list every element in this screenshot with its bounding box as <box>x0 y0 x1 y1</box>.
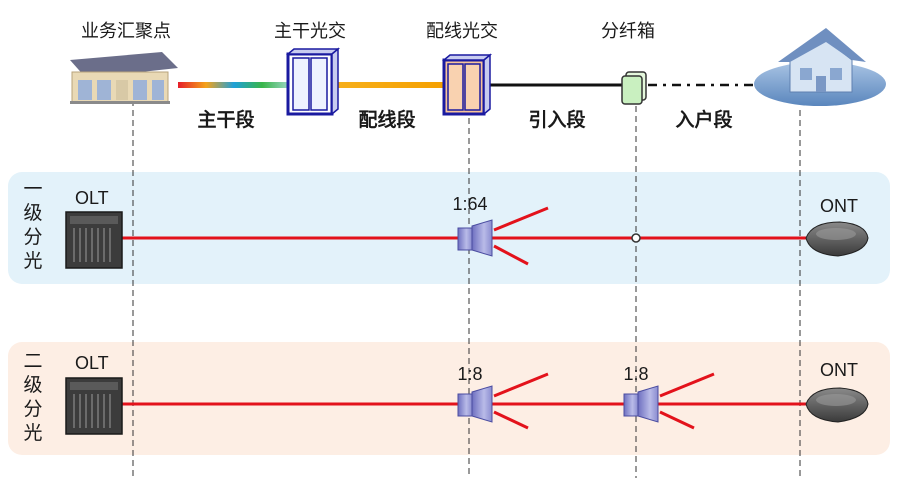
splitter-box-icon <box>621 71 647 105</box>
distribution-cabinet-icon <box>441 53 493 116</box>
row1-label-char: 分 <box>23 227 43 248</box>
row2-splitter2-ratio: 1:8 <box>623 364 649 384</box>
row2-label: 二 级 分 光 <box>22 350 44 446</box>
row2-ont-icon <box>805 387 869 423</box>
segment-trunk-label: 主干段 <box>197 110 255 131</box>
row2-label-char: 级 <box>23 375 43 396</box>
trunk-cross-connect-label: 主干光交 <box>274 21 346 41</box>
row1-splitter-icon <box>457 219 493 257</box>
row1-label: 一 级 分 光 <box>22 178 44 274</box>
guide-lines <box>132 100 801 478</box>
row1-label-char: 一 <box>23 179 43 200</box>
row2-label-char: 分 <box>23 399 43 420</box>
aggregation-building-icon <box>70 52 178 104</box>
row2-label-char: 二 <box>23 351 43 372</box>
aggregation-point-label: 业务汇聚点 <box>81 21 171 41</box>
row2-olt-icon <box>65 377 123 435</box>
trunk-cabinet-icon <box>285 47 341 116</box>
row1-band <box>8 172 890 284</box>
row1-ont-label: ONT <box>820 196 858 216</box>
row1-olt-label: OLT <box>75 188 109 208</box>
row2-splitter1-ratio: 1:8 <box>457 364 483 384</box>
row1-ont-icon <box>805 221 869 257</box>
row1-fiber <box>120 206 808 266</box>
distribution-orange-line <box>332 82 444 88</box>
row2-splitter1-icon <box>457 385 493 423</box>
row2-band <box>8 342 890 455</box>
trunk-rainbow-line <box>178 82 290 88</box>
house-icon <box>754 28 886 106</box>
distribution-cross-connect-label: 配线光交 <box>426 21 498 41</box>
row1-label-char: 级 <box>23 203 43 224</box>
row2-fiber <box>120 372 808 430</box>
row1-label-char: 光 <box>23 251 43 272</box>
row1-olt-icon <box>65 211 123 269</box>
segment-distribution-label: 配线段 <box>358 110 416 131</box>
segment-drop-label: 引入段 <box>528 110 586 131</box>
row2-olt-label: OLT <box>75 353 109 373</box>
row2-splitter2-icon <box>623 385 659 423</box>
segment-home-label: 入户段 <box>675 110 733 131</box>
row2-ont-label: ONT <box>820 360 858 380</box>
row2-label-char: 光 <box>23 423 43 444</box>
row1-splitter-ratio: 1:64 <box>452 194 488 214</box>
splitter-box-label: 分纤箱 <box>601 21 655 41</box>
